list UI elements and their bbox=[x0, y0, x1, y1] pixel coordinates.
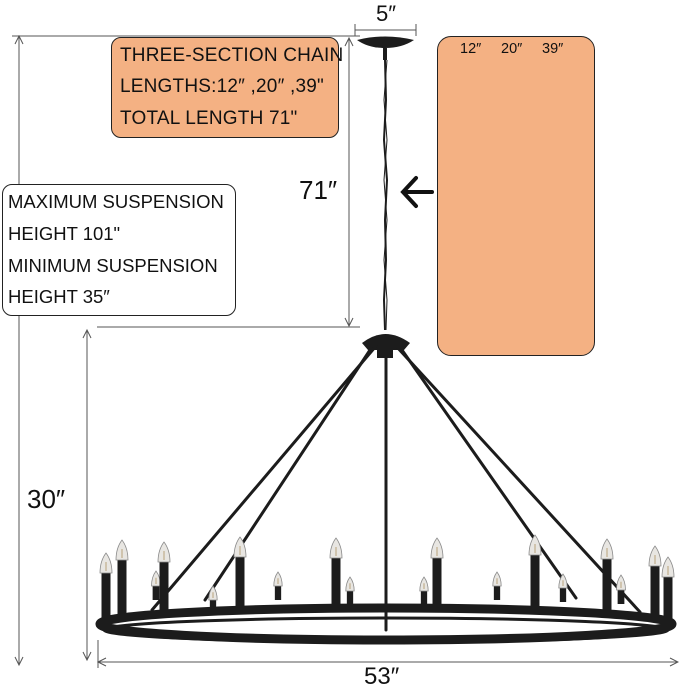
ceiling-canopy bbox=[357, 36, 414, 60]
total-height-dimension-line bbox=[12, 34, 360, 667]
candle-sleeve bbox=[274, 586, 282, 600]
candle-sleeve bbox=[602, 559, 612, 612]
suspension-line-2: HEIGHT 101" bbox=[8, 223, 121, 244]
suspension-info-box: MAXIMUM SUSPENSION HEIGHT 101" MINIMUM S… bbox=[2, 184, 236, 316]
candle-sleeve bbox=[663, 577, 673, 622]
candle-sleeve bbox=[346, 591, 354, 605]
candle-sleeve bbox=[559, 588, 567, 602]
diameter-dimension bbox=[96, 640, 679, 668]
candle-sleeve bbox=[101, 573, 111, 618]
sample-label-39: 39″ bbox=[542, 41, 564, 57]
chain-length-dimension bbox=[97, 36, 360, 328]
arrow-icon bbox=[400, 176, 434, 208]
sample-label-20: 20″ bbox=[501, 41, 523, 57]
candle-sleeve bbox=[209, 600, 217, 612]
chain-info-line-3: TOTAL LENGTH 71" bbox=[120, 108, 298, 129]
chain-height-label: 71″ bbox=[299, 175, 338, 205]
chain-sample-panel: 12″ 20″ 39″ bbox=[437, 36, 595, 356]
candle-sleeve bbox=[650, 566, 660, 616]
candle-sleeve bbox=[152, 586, 160, 600]
support-rods bbox=[150, 344, 642, 632]
chandelier-ring bbox=[95, 603, 677, 645]
suspension-line-1: MAXIMUM SUSPENSION bbox=[8, 191, 224, 212]
candle-sleeve bbox=[235, 557, 245, 612]
diameter-label: 53″ bbox=[364, 663, 400, 690]
body-height-dimension bbox=[82, 328, 92, 662]
candle-arms-front bbox=[99, 534, 675, 622]
hanging-chain bbox=[382, 59, 389, 331]
candle-arms bbox=[151, 570, 626, 612]
candle-sleeve bbox=[420, 591, 428, 605]
body-height-label: 30″ bbox=[27, 484, 66, 514]
suspension-line-4: HEIGHT 35″ bbox=[8, 286, 110, 307]
sample-label-12: 12″ bbox=[460, 41, 482, 57]
candle-sleeve bbox=[159, 562, 169, 612]
canopy-width-label: 5″ bbox=[376, 1, 397, 26]
candle-sleeve bbox=[530, 555, 540, 610]
candle-sleeve bbox=[331, 558, 341, 608]
chain-info-line-2: LENGTHS:12″ ,20″ ,39" bbox=[120, 76, 324, 97]
candle-sleeve bbox=[432, 558, 442, 608]
chain-info-box: THREE-SECTION CHAIN LENGTHS:12″ ,20″ ,39… bbox=[111, 37, 343, 138]
candle-sleeve bbox=[493, 586, 501, 600]
candle-sleeve bbox=[617, 590, 625, 604]
chain-info-line-1: THREE-SECTION CHAIN bbox=[120, 45, 344, 66]
candle-sleeve bbox=[117, 560, 127, 618]
suspension-line-3: MINIMUM SUSPENSION bbox=[8, 255, 218, 276]
canopy-width-dimension bbox=[354, 24, 417, 36]
